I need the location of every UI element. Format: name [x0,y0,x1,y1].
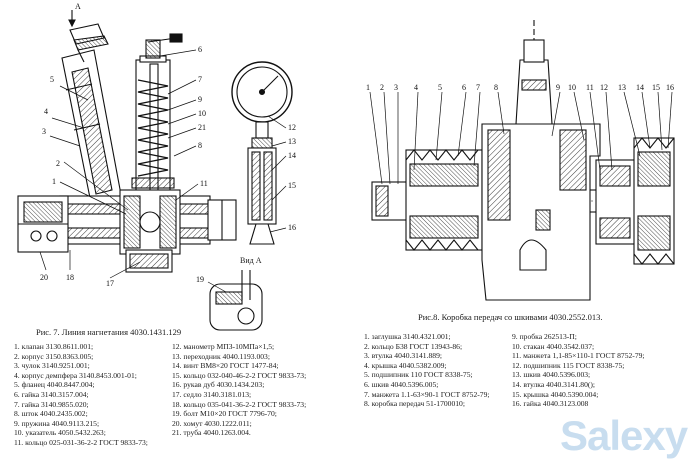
list-item: 3. чулок 3140.9251.001; [14,361,90,371]
list-item: 12. подшипник 115 ГОСТ 8338-75; [512,360,625,370]
list-item: 14. винт ВМ8×20 ГОСТ 1477-84; [172,361,279,371]
list-item: 16. гайка 4040.3123.008 [512,399,589,409]
fig8-callout: 6 [462,83,466,92]
fig7-callout: 16 [288,223,296,232]
fig7-callout-labels: А 5 4 3 2 1 6 7 9 10 21 8 11 12 13 14 15… [40,2,296,288]
fig8-callout: 16 [666,83,674,92]
fig7-callout: 7 [198,75,202,84]
list-item: 16. рукав дуб 4030.1434.203; [172,380,265,390]
list-item: 18. кольцо 035-041-36-2-2 ГОСТ 9833-73; [172,399,307,409]
fig7-view-label: Вид А [240,256,262,265]
fig7-callout: 11 [200,179,208,188]
fig8-callout: 4 [414,83,418,92]
fig8-callout: 5 [438,83,442,92]
list-item: 9. пробка 262513-П; [512,332,577,341]
fig8-callout: 15 [652,83,660,92]
list-item: 13. шкив 4040.5396.003; [512,370,591,380]
fig7-callout: 2 [56,159,60,168]
fig8-callout: 7 [476,83,480,92]
list-item: 19. болт М10×20 ГОСТ 7796-70; [172,409,277,419]
list-item: 9. пружина 4040.9113.215; [14,418,100,428]
list-item: 17. седло 3140.3181.013; [172,389,252,399]
fig8-caption: Рис.8. Коробка передач со шкивами 4030.2… [418,312,603,322]
fig7-callout: 19 [196,275,204,284]
list-item: 3. втулка 4040.3141.889; [364,351,442,361]
fig7-callout: 17 [106,279,114,288]
list-item: 12. манометр МПЗ-10МПа×1,5; [172,342,275,351]
list-item: 7. гайка 3140.9855.020; [14,399,89,409]
fig8-parts-list-left: 1. заглушка 3140.4321.001; 2. кольцо Б38… [364,332,490,409]
fig8-callout: 11 [586,83,594,92]
list-item: 13. переходник 4040.1193.003; [172,351,270,361]
fig7-parts-list-right: 12. манометр МПЗ-10МПа×1,5; 13. переходн… [172,342,306,438]
fig7-callout: 5 [50,75,54,84]
list-item: 21. труба 4040.1263.004. [172,428,251,438]
fig7-callout: 18 [66,273,74,282]
list-item: 1. клапан 3130.8611.001; [14,342,94,351]
fig8-callout: 9 [556,83,560,92]
list-item: 20. хомут 4030.1222.011; [172,418,252,428]
list-item: 5. фланец 4040.8447.004; [14,380,95,390]
fig7-callout: А [75,2,81,11]
fig7-callout: 10 [198,109,206,118]
list-item: 2. корпус 3150.8363.005; [14,351,94,361]
fig7-callout: 9 [198,95,202,104]
fig8-drawing [369,20,675,301]
list-item: 10. указатель 4050.5432.263; [14,428,106,438]
fig7-callout: 15 [288,181,296,190]
fig8-callout: 1 [366,83,370,92]
fig7-caption: Рис. 7. Линия нагнетания 4030.1431.129 [36,327,182,337]
fig7-callout: 12 [288,123,296,132]
fig7-callout: 13 [288,137,296,146]
list-item: 10. стакан 4040.3542.037; [512,341,595,351]
list-item: 8. коробка передач 51-1700010; [364,399,465,409]
fig8-callout: 2 [380,83,384,92]
fig8-callout: 8 [494,83,498,92]
list-item: 14. втулка 4040.3141.80(); [512,379,596,389]
fig7-callout: 8 [198,141,202,150]
list-item: 7. манжета 1.1-63×90-1 ГОСТ 8752-79; [364,389,490,399]
list-item: 6. шкив 4040.5396.005; [364,379,439,389]
fig7-parts-list-left: 1. клапан 3130.8611.001; 2. корпус 3150.… [14,342,148,448]
list-item: 11. кольцо 025-031-36-2-2 ГОСТ 9833-73; [14,437,148,447]
fig7-callout: 1 [52,177,56,186]
fig8-callout-labels: 1 2 3 4 5 6 7 8 9 10 11 12 13 14 15 16 [366,83,674,92]
list-item: 15. кольцо 032-040-46-2-2 ГОСТ 9833-73; [172,370,307,380]
fig7-callout: 14 [288,151,296,160]
list-item: 6. гайка 3140.3157.004; [14,389,89,399]
list-item: 11. манжета 1,1-85×110-1 ГОСТ 8752-79; [512,351,645,361]
list-item: 1. заглушка 3140.4321.001; [364,332,451,341]
fig8-callout: 3 [394,83,398,92]
watermark-logo: Salexy [560,412,688,459]
fig8-parts-list-right: 9. пробка 262513-П; 10. стакан 4040.3542… [512,332,645,409]
fig7-callout: 20 [40,273,48,282]
list-item: 4. крышка 4040.5382.009; [364,360,447,370]
list-item: 4. корпус демпфера 3140.8453.001-01; [14,370,137,380]
fig7-callout: 6 [198,45,202,54]
fig8-callout: 10 [568,83,576,92]
list-item: 2. кольцо Б38 ГОСТ 13943-86; [364,341,463,351]
list-item: 8. шток 4040.2435.002; [14,409,88,419]
fig8-callout: 12 [600,83,608,92]
fig8-callout: 13 [618,83,626,92]
list-item: 15. крышка 4040.5390.004; [512,389,599,399]
fig8-callout: 14 [636,83,644,92]
fig7-callout: 4 [44,107,48,116]
fig7-callout: 21 [198,123,206,132]
list-item: 5. подшипник 110 ГОСТ 8338-75; [364,370,473,380]
fig7-callout: 3 [42,127,46,136]
fig7-drawing [17,10,293,331]
